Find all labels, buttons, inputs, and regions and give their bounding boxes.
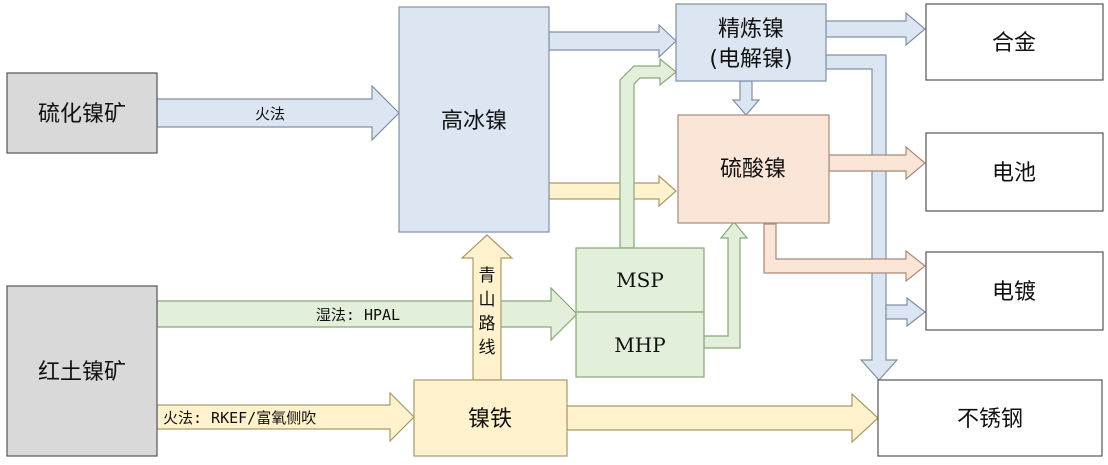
box-mhp — [575, 311, 705, 378]
label-arrow-pyro: 火法 — [255, 105, 285, 123]
label-arrow-hpal: 湿法: HPAL — [316, 306, 400, 324]
arrow-refined-to-alloy — [825, 11, 926, 47]
label-sulfide-ore: 硫化镍矿 — [38, 102, 126, 127]
arrow-matte-to-refined — [548, 23, 677, 59]
box-battery — [925, 132, 1104, 212]
label-tsingshan-char-3: 路 — [479, 314, 496, 334]
label-alloy: 合金 — [992, 31, 1036, 56]
label-matte: 高冰镍 — [441, 109, 507, 134]
box-ferronickel — [413, 379, 568, 457]
arrow-matte-to-sulfate — [548, 174, 677, 208]
arrow-sulfate-to-electroplating — [763, 223, 926, 283]
box-sulfide-ore — [6, 72, 158, 154]
arrow-mhp-to-sulfate — [703, 221, 749, 349]
label-mhp: MHP — [614, 333, 665, 357]
arrow-refined-to-sulfate — [731, 80, 761, 116]
arrow-msp-to-refined — [619, 57, 677, 249]
box-nickel-sulfate — [677, 114, 830, 224]
label-nickel-sulfate: 硫酸镍 — [720, 157, 786, 182]
box-refined-nickel — [675, 3, 827, 82]
arrow-refined-branch-to-electroplating — [885, 296, 926, 328]
label-laterite-ore: 红土镍矿 — [38, 360, 126, 385]
label-refined-nickel-line2: (电解镍) — [709, 47, 792, 72]
arrow-rkef-laterite-to-ferronickel — [156, 391, 415, 443]
arrow-pyro-sulfide-to-matte — [156, 84, 400, 142]
label-battery: 电池 — [992, 161, 1036, 186]
arrow-ferronickel-to-stainless — [566, 392, 879, 444]
label-refined-nickel-line1: 精炼镍 — [718, 17, 784, 42]
arrow-tsingshan-ferronickel-to-matte — [460, 234, 514, 381]
box-electroplating — [925, 251, 1104, 331]
box-laterite-ore — [6, 285, 158, 457]
label-msp: MSP — [616, 268, 664, 292]
arrow-sulfate-to-battery — [828, 145, 926, 181]
box-stainless-steel — [877, 379, 1103, 457]
label-stainless-steel: 不锈钢 — [957, 407, 1023, 432]
box-msp — [575, 247, 705, 313]
label-tsingshan-char-4: 线 — [479, 338, 496, 358]
box-alloy — [925, 3, 1104, 81]
label-tsingshan-char-2: 山 — [479, 290, 496, 310]
label-electroplating: 电镀 — [992, 280, 1036, 305]
arrow-hpal-laterite-to-msp — [156, 286, 578, 342]
label-arrow-rkef: 火法: RKEF/富氧侧吹 — [163, 409, 316, 427]
label-tsingshan-char-1: 青 — [479, 266, 496, 286]
box-matte — [398, 6, 550, 233]
label-ferronickel: 镍铁 — [468, 407, 512, 432]
arrow-refined-to-electroplating-stainless — [825, 54, 899, 381]
